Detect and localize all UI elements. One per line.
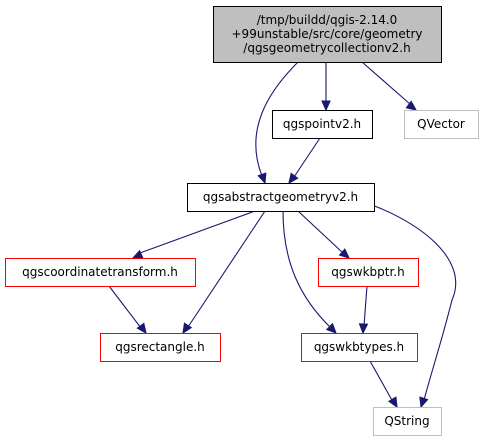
edge-arrowhead <box>358 323 369 335</box>
edge-arrowhead <box>136 322 147 335</box>
edge-arrowhead <box>405 100 418 111</box>
node-box <box>187 183 375 212</box>
node-label: /qgsgeometrycollectionv2.h <box>243 41 410 55</box>
edges-layer <box>108 61 457 409</box>
nodes-layer: /tmp/buildd/qgis-2.14.0+99unstable/src/c… <box>5 6 479 436</box>
node-label: QString <box>384 414 429 428</box>
edge-arrowhead <box>182 322 193 335</box>
edge-line <box>282 210 332 329</box>
node-label: QVector <box>417 117 465 131</box>
edge-abstract-to-qstring <box>357 199 457 409</box>
edge-line <box>255 61 299 177</box>
node-label: qgsrectangle.h <box>115 340 205 354</box>
edge-line <box>361 61 411 105</box>
node-box <box>100 333 221 362</box>
node-label: /tmp/buildd/qgis-2.14.0 <box>257 13 398 27</box>
node-box <box>318 258 419 287</box>
edge-line <box>297 210 344 254</box>
node-box <box>301 333 418 362</box>
node-box <box>404 110 479 139</box>
edge-wkbptr-to-wkbtypes <box>358 285 369 335</box>
node-coordtransform[interactable]: qgscoordinatetransform.h <box>5 258 196 287</box>
node-label: qgscoordinatetransform.h <box>22 265 178 279</box>
edge-arrowhead <box>387 396 398 409</box>
edge-line <box>357 199 457 401</box>
node-box <box>5 258 196 287</box>
node-qvector[interactable]: QVector <box>404 110 479 139</box>
edge-root-to-qvector <box>361 61 418 111</box>
node-wkbptr[interactable]: qgswkbptr.h <box>318 258 419 287</box>
node-abstract[interactable]: qgsabstractgeometryv2.h <box>187 183 375 212</box>
node-qstring[interactable]: QString <box>373 407 442 436</box>
edge-arrowhead <box>419 396 429 409</box>
node-box <box>373 407 442 436</box>
edge-arrowhead <box>338 248 351 259</box>
edge-pointv2-to-abstract <box>288 137 321 185</box>
edge-line <box>369 360 394 403</box>
edge-arrowhead <box>257 172 267 185</box>
node-wkbtypes[interactable]: qgswkbtypes.h <box>301 333 418 362</box>
node-label: qgspointv2.h <box>283 117 361 131</box>
edge-abstract-to-wkbtypes <box>282 210 337 334</box>
node-label: +99unstable/src/core/geometry <box>232 27 423 41</box>
edge-line <box>108 285 142 329</box>
node-box <box>213 6 442 63</box>
edge-coordtransform-to-rectangle <box>108 285 147 335</box>
edge-line <box>187 210 266 328</box>
edge-arrowhead <box>325 322 337 334</box>
edge-arrowhead <box>288 172 299 185</box>
node-label: qgswkbptr.h <box>331 265 404 279</box>
edge-abstract-to-rectangle <box>182 210 266 335</box>
node-label: qgswkbtypes.h <box>314 340 404 354</box>
node-label: qgsabstractgeometryv2.h <box>203 190 358 204</box>
node-pointv2[interactable]: qgspointv2.h <box>272 110 373 139</box>
edge-line <box>363 285 368 327</box>
edge-root-to-abstract <box>255 61 299 185</box>
edge-arrowhead <box>321 100 331 112</box>
edge-wkbtypes-to-qstring <box>369 360 398 409</box>
edge-line <box>293 137 321 178</box>
edge-root-to-pointv2 <box>321 62 331 112</box>
node-root[interactable]: /tmp/buildd/qgis-2.14.0+99unstable/src/c… <box>213 6 442 63</box>
edge-abstract-to-wkbptr <box>297 210 351 259</box>
edge-line <box>139 210 256 254</box>
node-rectangle[interactable]: qgsrectangle.h <box>100 333 221 362</box>
node-box <box>272 110 373 139</box>
